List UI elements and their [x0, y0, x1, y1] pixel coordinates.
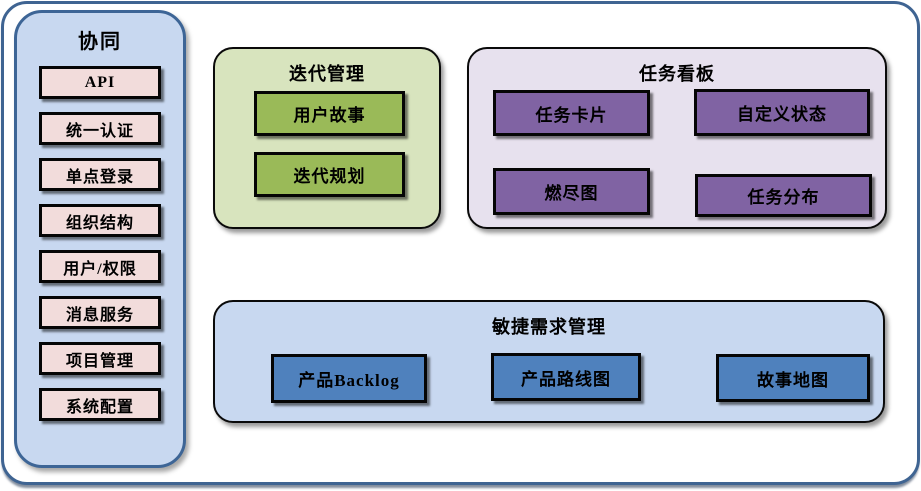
iteration-management-title: 迭代管理: [289, 64, 365, 84]
user-story-box: 用户故事: [254, 91, 405, 136]
story-map-box: 故事地图: [716, 354, 870, 402]
sidebar-item-api: API: [39, 66, 161, 99]
task-card-box: 任务卡片: [493, 90, 650, 136]
agile-requirements-title: 敏捷需求管理: [492, 317, 606, 337]
product-roadmap-box: 产品路线图: [491, 353, 641, 401]
iteration-management-panel: 迭代管理 用户故事 迭代规划: [213, 47, 441, 229]
task-board-panel: 任务看板 任务卡片 自定义状态 燃尽图 任务分布: [467, 47, 887, 229]
sidebar-item-user-permission: 用户/权限: [39, 250, 161, 283]
sidebar-item-org-structure: 组织结构: [39, 204, 161, 237]
sidebar-item-system-config: 系统配置: [39, 388, 161, 421]
burndown-chart-box: 燃尽图: [493, 168, 650, 215]
product-backlog-box: 产品Backlog: [271, 354, 427, 403]
collaboration-panel: 协同 API 统一认证 单点登录 组织结构 用户/权限 消息服务 项目管理 系统…: [14, 10, 186, 468]
sidebar-item-message-service: 消息服务: [39, 296, 161, 329]
iteration-planning-box: 迭代规划: [254, 152, 405, 197]
sidebar-item-project-management: 项目管理: [39, 342, 161, 375]
custom-status-box: 自定义状态: [694, 89, 870, 136]
sidebar-item-unified-auth: 统一认证: [39, 112, 161, 145]
task-board-title: 任务看板: [639, 64, 715, 84]
sidebar-item-sso: 单点登录: [39, 158, 161, 191]
collaboration-panel-title: 协同: [78, 31, 122, 53]
agile-requirements-panel: 敏捷需求管理 产品Backlog 产品路线图 故事地图: [213, 300, 885, 423]
task-distribution-box: 任务分布: [695, 174, 872, 217]
